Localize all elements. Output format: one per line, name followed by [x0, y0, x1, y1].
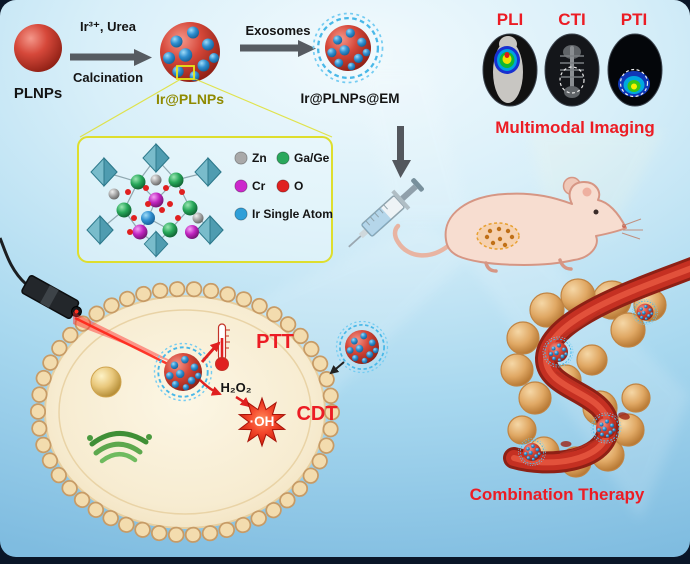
legend-label: Ir Single Atom [252, 207, 333, 221]
calcination-label: Calcination [72, 70, 144, 85]
zn-atom-icon [234, 151, 248, 165]
h2o2-label: H₂O₂ [220, 380, 252, 395]
injection-site [476, 222, 520, 250]
radical-burst [237, 396, 287, 448]
legend-label: Zn [252, 151, 267, 165]
syringe [348, 178, 424, 248]
ir-plnps-sphere [160, 22, 220, 82]
mouse-tail [392, 223, 451, 258]
legend-item-zn: Zn [234, 151, 267, 165]
oh-radical-label: ·OH [249, 414, 275, 429]
crystal-structure-box [77, 136, 333, 263]
tumor-vessel-illustration [500, 257, 690, 478]
o-atom-icon [276, 179, 290, 193]
cdt-arrow [235, 395, 251, 408]
exosomes-label: Exosomes [245, 23, 311, 38]
ir-plnps-em-label: Ir@PLNPs@EM [300, 91, 400, 106]
cti-label: CTI [558, 10, 586, 29]
uptake-arrow [329, 361, 345, 375]
ir-plnps-em-sphere [314, 14, 383, 83]
legend-item-o: O [276, 179, 303, 193]
plnps-label: PLNPs [13, 85, 63, 102]
zoom-highlight-box [176, 65, 195, 80]
legend-item-gage: Ga/Ge [276, 151, 329, 165]
ptt-label: PTT [256, 331, 294, 353]
arrow-calcination [70, 49, 152, 66]
down-arrow [392, 126, 411, 178]
synthesis-row [14, 14, 383, 138]
cell-illustration [0, 237, 340, 543]
pti-label: PTI [620, 10, 648, 29]
legend-item-ir: Ir Single Atom [234, 207, 333, 221]
laser-device [0, 237, 82, 320]
mouse-eye [593, 209, 599, 215]
tumor-lobes [500, 278, 667, 478]
mouse-illustration [392, 176, 643, 273]
legend-label: O [294, 179, 304, 193]
cr-atom-icon [234, 179, 248, 193]
gage-atom-icon [276, 151, 290, 165]
ptt-arrow [200, 341, 221, 363]
golgi-organelle [87, 431, 152, 464]
crystal-lattice [86, 143, 224, 258]
plnps-sphere [14, 24, 62, 72]
imaging-panels [482, 33, 663, 107]
arrow-exosomes [240, 40, 316, 57]
combination-therapy-caption: Combination Therapy [469, 485, 645, 504]
pli-scan [482, 33, 538, 107]
extracellular-nanoparticle [329, 322, 388, 375]
ir-plnps-label: Ir@PLNPs [155, 91, 225, 107]
legend-label: Cr [252, 179, 266, 193]
multimodal-imaging-caption: Multimodal Imaging [495, 118, 655, 137]
ir-atom-icon [234, 207, 248, 221]
cdt-label: CDT [296, 403, 338, 425]
pli-label: PLI [496, 10, 524, 29]
lysosome [90, 366, 122, 398]
cti-scan [544, 33, 600, 107]
pti-scan [607, 33, 663, 107]
legend-label: Ga/Ge [294, 151, 330, 165]
blood-vessel [503, 257, 690, 474]
legend-item-cr: Cr [234, 179, 265, 193]
reagent-label: Ir³⁺, Urea [80, 19, 136, 34]
